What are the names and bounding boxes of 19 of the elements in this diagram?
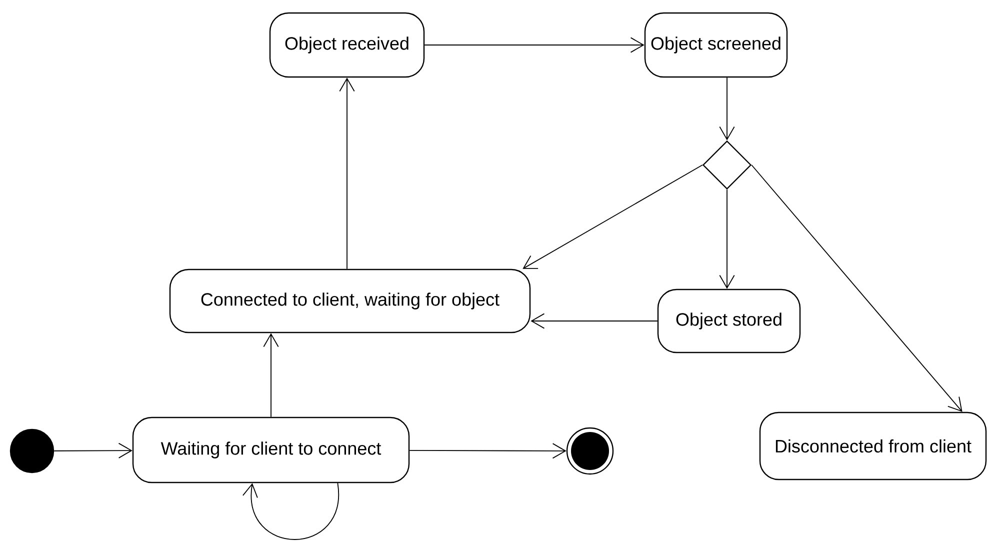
- state-box: Waiting for client to connect: [132, 416, 410, 484]
- final-state-dot: [566, 427, 614, 475]
- state-box: Object stored: [657, 288, 801, 354]
- state-box: Disconnected from client: [759, 412, 987, 480]
- state-box: Object received: [269, 12, 425, 78]
- arrow: [751, 164, 962, 412]
- arrow: [242, 482, 339, 540]
- arrow: [424, 37, 644, 53]
- arrow: [719, 77, 735, 140]
- arrow: [339, 78, 355, 270]
- arrow: [54, 442, 132, 458]
- arrow: [263, 333, 279, 418]
- arrow: [522, 164, 703, 269]
- initial-state-dot: [10, 428, 54, 474]
- arrow: [409, 443, 566, 459]
- arrow: [530, 313, 658, 329]
- state-box: Connected to client, waiting for object: [169, 268, 531, 334]
- state-box: Object screened: [644, 12, 788, 78]
- arrow: [719, 189, 735, 289]
